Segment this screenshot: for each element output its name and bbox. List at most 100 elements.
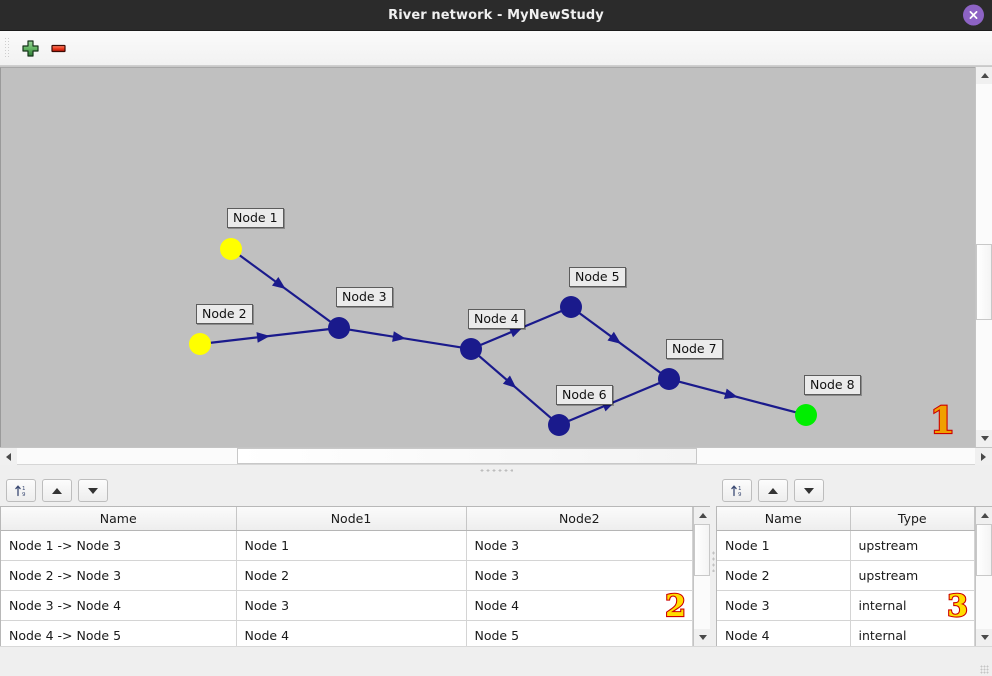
graph-node-label-node-2[interactable]: Node 2 <box>196 304 253 325</box>
table-cell[interactable]: Node 3 <box>466 530 693 561</box>
scroll-up-arrow[interactable] <box>976 507 992 524</box>
graph-node-node-4[interactable] <box>460 338 482 360</box>
nodes-vertical-scrollbar[interactable] <box>975 507 992 646</box>
toolbar-drag-handle[interactable] <box>4 37 11 59</box>
table-cell[interactable]: internal <box>850 590 975 621</box>
close-icon[interactable] <box>963 4 984 26</box>
table-cell[interactable]: Node 3 <box>717 590 851 621</box>
scroll-up-arrow[interactable] <box>976 67 992 84</box>
graph-node-label-node-8[interactable]: Node 8 <box>804 375 861 396</box>
table-cell[interactable]: Node 2 <box>717 560 851 591</box>
table-cell[interactable]: upstream <box>850 530 975 561</box>
nodes-vscroll-thumb[interactable] <box>976 524 992 576</box>
graph-node-node-8[interactable] <box>795 404 817 426</box>
graph-node-node-3[interactable] <box>328 317 350 339</box>
table-cell[interactable]: Node 4 <box>466 590 693 621</box>
column-header-type[interactable]: Type <box>850 507 975 531</box>
table-cell[interactable]: Node 3 <box>466 560 693 591</box>
scroll-down-arrow[interactable] <box>976 430 992 447</box>
horizontal-splitter[interactable] <box>0 464 992 475</box>
table-cell[interactable]: upstream <box>850 560 975 591</box>
reaches-vscroll-thumb[interactable] <box>694 524 710 576</box>
move-down-icon[interactable] <box>78 479 108 502</box>
graph-vscroll-thumb[interactable] <box>976 244 992 320</box>
reaches-vertical-scrollbar[interactable] <box>693 507 710 646</box>
graph-node-node-2[interactable] <box>189 333 211 355</box>
graph-vscroll-track[interactable] <box>976 84 992 430</box>
graph-node-label-node-4[interactable]: Node 4 <box>468 309 525 330</box>
graph-node-node-7[interactable] <box>658 368 680 390</box>
table-cell[interactable]: Node 2 -> Node 3 <box>1 560 237 591</box>
move-up-icon[interactable] <box>42 479 72 502</box>
graph-node-label-node-5[interactable]: Node 5 <box>569 267 626 288</box>
reaches-vscroll-track[interactable] <box>694 524 710 629</box>
scroll-right-arrow[interactable] <box>975 448 992 465</box>
vertical-splitter[interactable] <box>710 475 716 646</box>
graph-node-label-node-6[interactable]: Node 6 <box>556 385 613 406</box>
table-cell[interactable]: Node 5 <box>466 620 693 646</box>
table-cell[interactable]: Node 4 <box>717 620 851 646</box>
edge-arrowhead <box>607 331 622 344</box>
sort-icon[interactable]: 1 9 <box>6 479 36 502</box>
column-header-node1[interactable]: Node1 <box>236 507 467 531</box>
table-cell[interactable]: internal <box>850 620 975 646</box>
nodes-vscroll-track[interactable] <box>976 524 992 629</box>
resize-grip[interactable] <box>980 665 989 674</box>
graph-horizontal-scrollbar[interactable] <box>0 447 992 465</box>
splitter-grip <box>479 468 513 472</box>
table-cell[interactable]: Node 3 -> Node 4 <box>1 590 237 621</box>
move-up-icon[interactable] <box>758 479 788 502</box>
graph-node-node-5[interactable] <box>560 296 582 318</box>
graph-region: Node 1 Node 2 Node 3 Node 4 Node 5 Node 6 Node… <box>0 66 992 465</box>
graph-vertical-scrollbar[interactable] <box>975 67 992 447</box>
edge-arrowhead <box>392 331 406 342</box>
move-down-icon[interactable] <box>794 479 824 502</box>
edge-arrowhead <box>723 388 738 400</box>
table-cell[interactable]: Node 1 <box>236 530 467 561</box>
network-graph-canvas[interactable]: Node 1 Node 2 Node 3 Node 4 Node 5 Node 6 Node… <box>0 67 975 447</box>
graph-node-node-1[interactable] <box>220 238 242 260</box>
svg-text:9: 9 <box>738 492 742 498</box>
sort-icon[interactable]: 1 9 <box>722 479 752 502</box>
column-header-name[interactable]: Name <box>1 507 237 531</box>
table-cell[interactable]: Node 4 <box>236 620 467 646</box>
scroll-up-arrow[interactable] <box>694 507 710 524</box>
column-header-name[interactable]: Name <box>717 507 851 531</box>
graph-hscroll-thumb[interactable] <box>237 448 697 464</box>
svg-text:1: 1 <box>22 486 26 492</box>
scroll-left-arrow[interactable] <box>0 448 17 465</box>
table-cell[interactable]: Node 2 <box>236 560 467 591</box>
column-header-node2[interactable]: Node2 <box>466 507 693 531</box>
graph-node-label-node-7[interactable]: Node 7 <box>666 339 723 360</box>
graph-hscroll-track[interactable] <box>17 448 975 464</box>
graph-node-label-node-3[interactable]: Node 3 <box>336 287 393 308</box>
edge-arrowhead <box>508 327 523 338</box>
scroll-down-arrow[interactable] <box>694 629 710 646</box>
graph-node-node-6[interactable] <box>548 414 570 436</box>
graph-node-label-node-1[interactable]: Node 1 <box>227 208 284 229</box>
table-cell[interactable]: Node 1 -> Node 3 <box>1 530 237 561</box>
title-bar: River network - MyNewStudy <box>0 0 992 31</box>
table-cell[interactable]: Node 4 -> Node 5 <box>1 620 237 646</box>
scroll-down-arrow[interactable] <box>976 629 992 646</box>
table-cell[interactable]: Node 1 <box>717 530 851 561</box>
add-node-button[interactable] <box>16 34 44 62</box>
remove-node-button[interactable] <box>44 34 72 62</box>
table-cell[interactable]: Node 3 <box>236 590 467 621</box>
